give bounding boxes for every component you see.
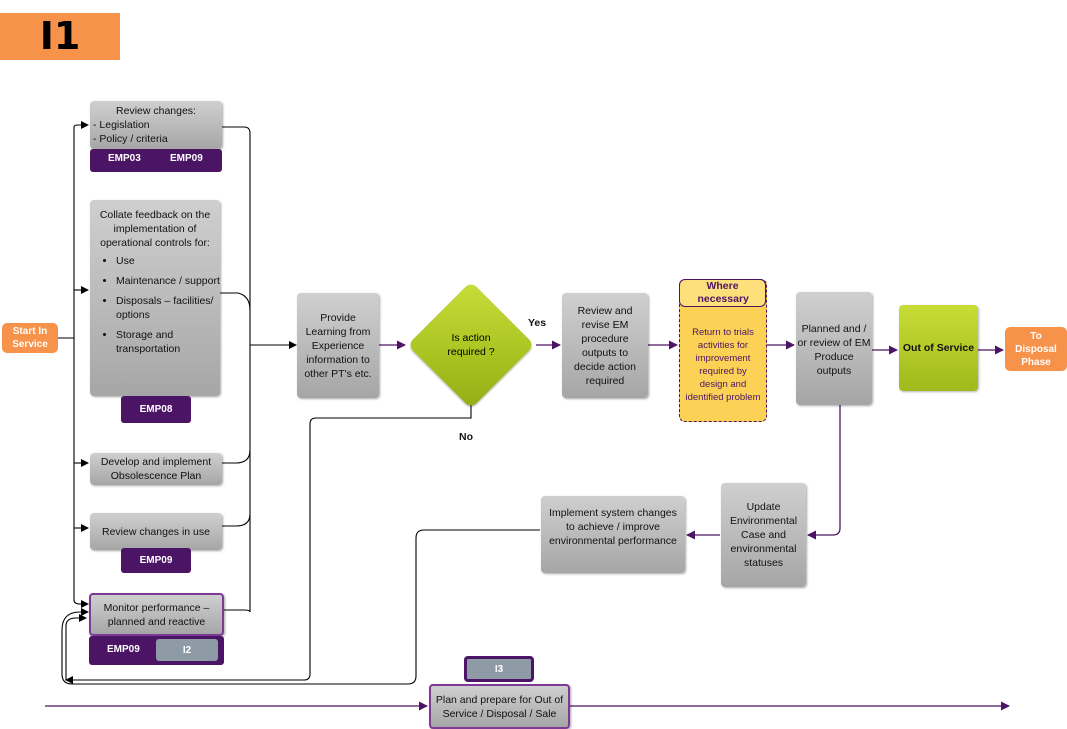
review-changes-item: - Legislation [93,119,150,131]
emp09-tag-b: EMP09 [121,548,191,573]
implement-system-box: Implement system changes to achieve / im… [541,496,685,573]
to-disposal-node: To Disposal Phase [1005,327,1067,371]
emp09-c-tag: EMP09 [107,644,140,655]
collate-item: Storage and transportation [116,328,220,356]
collate-item: Disposals – facilities/ options [116,294,220,322]
develop-obsolescence-plan-box: Develop and implement Obsolescence Plan [90,453,222,485]
review-changes-box: Review changes: - Legislation - Policy /… [90,101,222,149]
update-env-label: Update Environmental Case and environmen… [729,501,798,569]
review-in-use-label: Review changes in use [102,525,210,538]
no-loop-line [65,405,472,684]
plan-prepare-label: Plan and prepare for Out of Service / Di… [435,693,564,720]
emp03-tag: EMP03 [108,153,141,164]
i3-label: I3 [494,663,504,675]
to-disposal-label: To Disposal Phase [1015,330,1057,368]
out-of-service-node: Out of Service [899,305,978,391]
i2-tag: I2 [156,639,218,661]
collate-feedback-intro: Collate feedback on the implementation o… [99,209,211,249]
implement-system-label: Implement system changes to achieve / im… [549,507,677,547]
start-label: Start In Service [12,326,48,350]
planned-review-label: Planned and / or review of EM Produce ou… [797,323,871,377]
where-necessary-label: Where necessary [697,280,749,305]
monitor-label: Monitor performance – planned and reacti… [103,601,210,628]
where-necessary-header: Where necessary [679,279,766,307]
i3-tag: I3 [464,656,534,682]
plan-prepare-box: Plan and prepare for Out of Service / Di… [429,684,570,729]
planned-review-box: Planned and / or review of EM Produce ou… [796,292,872,405]
review-revise-box: Review and revise EM procedure outputs t… [562,293,648,398]
decision-text-wrap: Is action required ? [426,300,516,390]
collate-item: Maintenance / support [116,274,220,288]
emp08-label: EMP08 [139,404,173,415]
emp-tag-bar: EMP03 EMP09 [90,149,222,172]
update-environmental-box: Update Environmental Case and environmen… [721,483,806,587]
page-title: I1 [0,13,120,60]
yes-label: Yes [528,317,547,329]
emp08-tag: EMP08 [121,396,191,423]
review-changes-title: Review changes: [116,105,196,117]
emp09-tag: EMP09 [170,153,203,164]
review-revise-label: Review and revise EM procedure outputs t… [574,304,636,387]
monitor-performance-box: Monitor performance – planned and reacti… [89,593,224,636]
no-label: No [459,431,473,443]
start-bus [58,121,89,339]
i2-label: I2 [182,644,192,656]
collate-item: Use [116,254,220,268]
collate-feedback-box: Collate feedback on the implementation o… [90,200,220,396]
emp09-b-label: EMP09 [139,555,173,566]
where-necessary-box: Where necessary Return to trials activit… [679,279,767,422]
is-action-label: Is action required ? [447,332,495,358]
provide-learning-label: Provide Learning from Experience informa… [304,311,372,380]
monitor-tag-bar: EMP09 I2 [89,636,224,665]
provide-learning-box: Provide Learning from Experience informa… [297,293,379,398]
review-changes-in-use-box: Review changes in use [90,513,222,550]
develop-plan-label: Develop and implement Obsolescence Plan [100,456,212,482]
start-in-service-node: Start In Service [2,323,58,353]
review-changes-item: - Policy / criteria [93,133,168,145]
return-trials-text: Return to trials activities for improvem… [685,327,761,403]
implement-loop-line [61,529,540,685]
out-of-service-label: Out of Service [902,342,975,354]
